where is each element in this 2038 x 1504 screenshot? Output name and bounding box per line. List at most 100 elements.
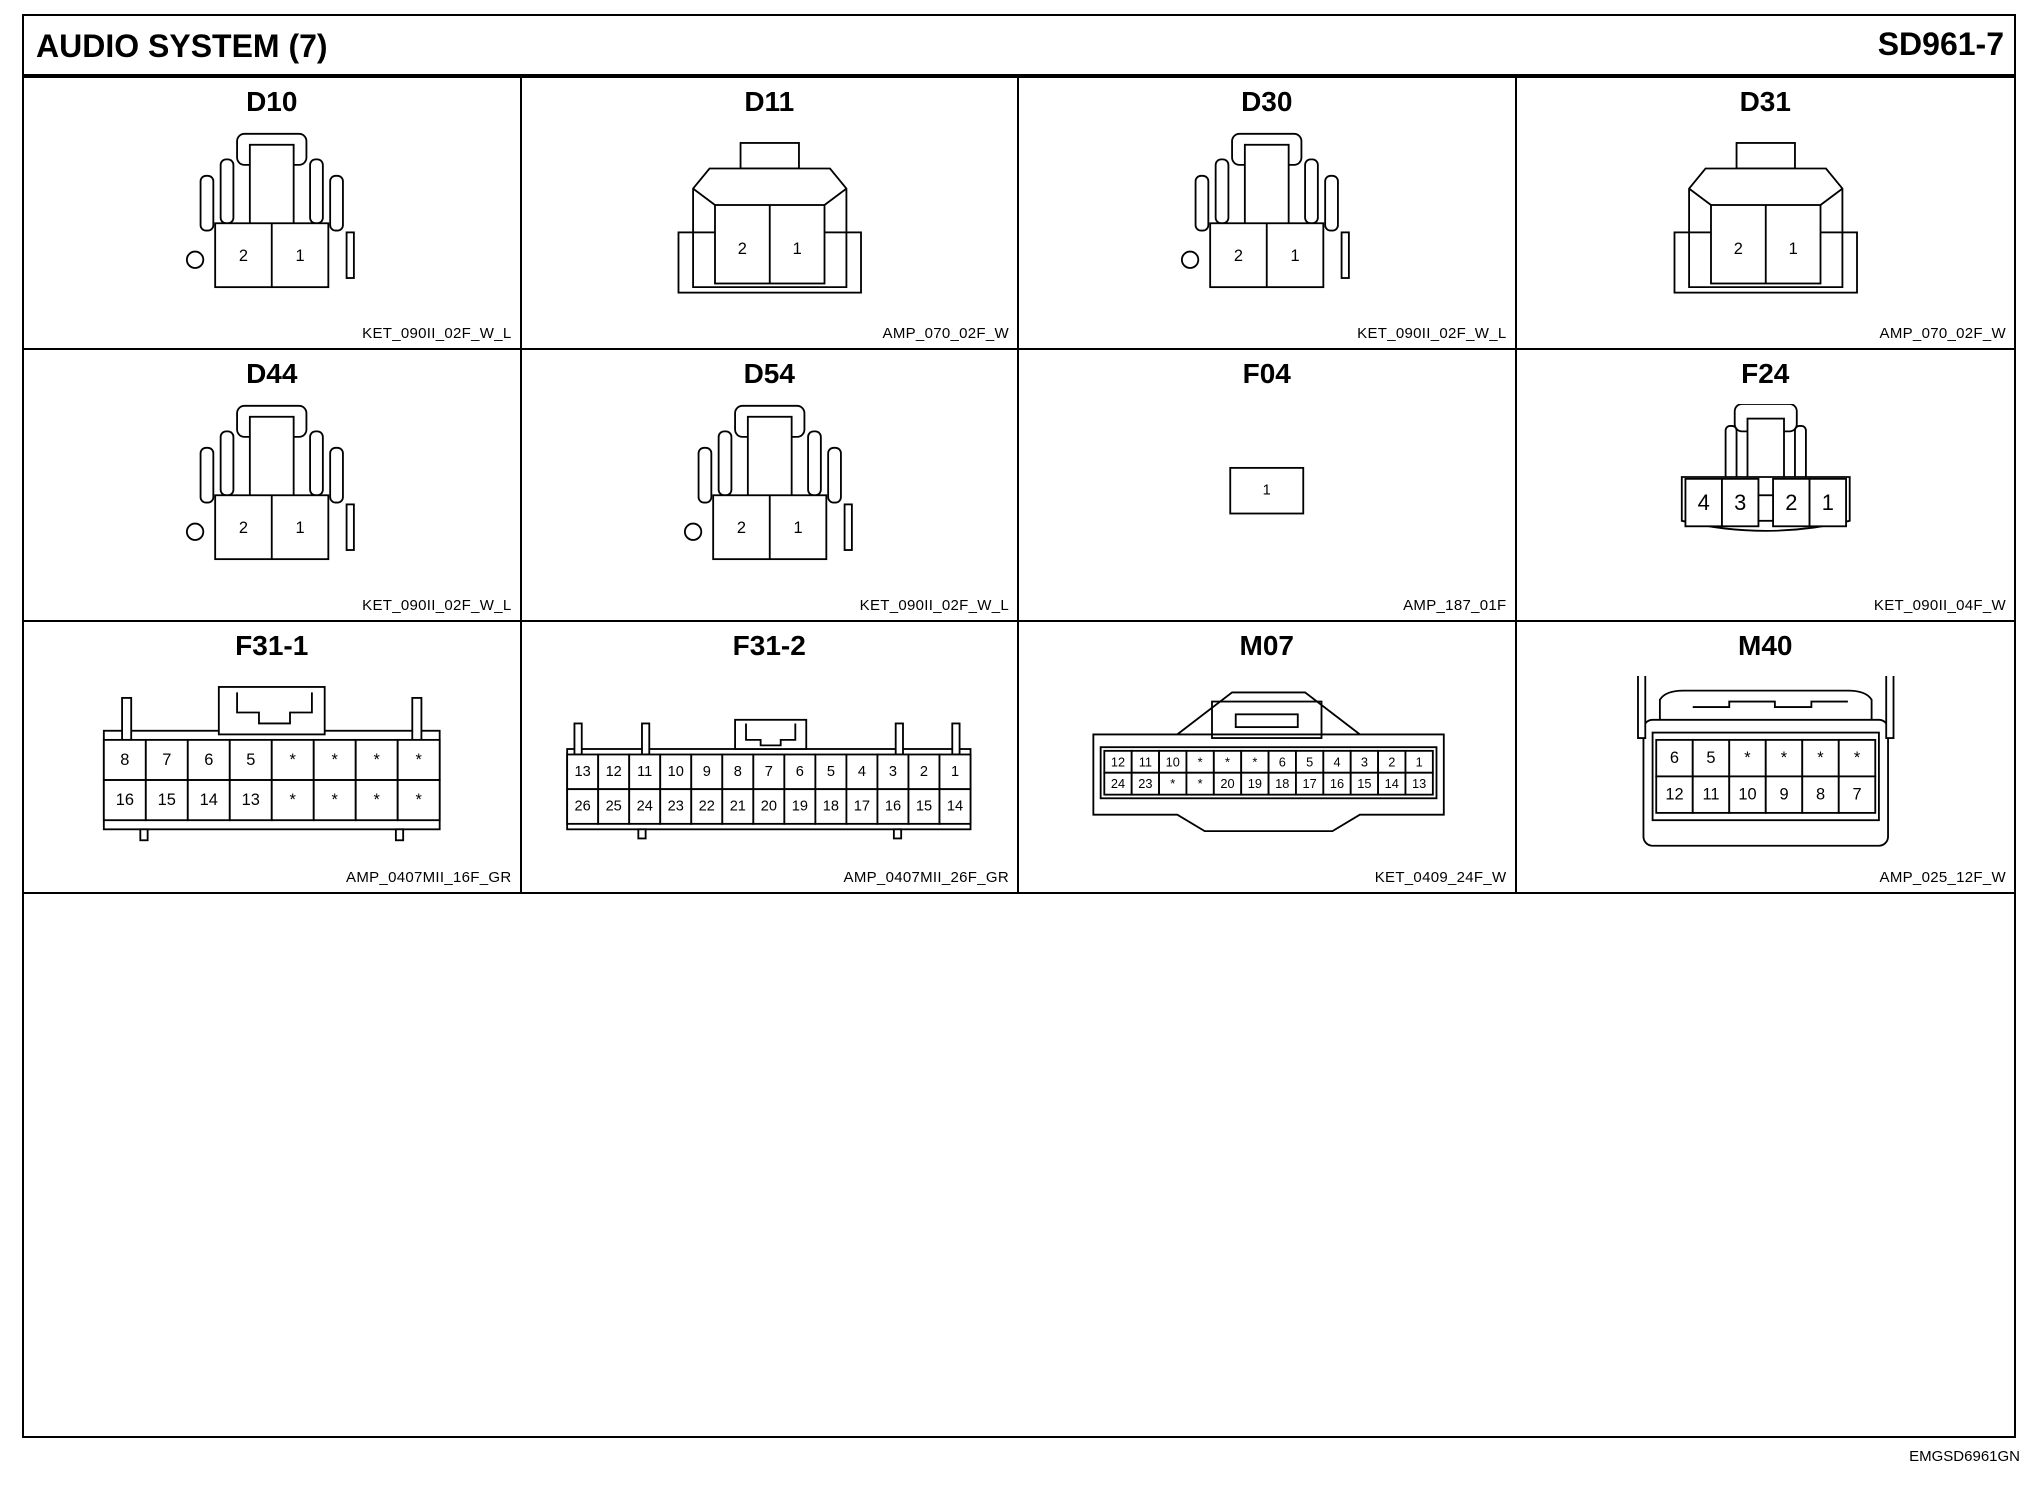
pin-label: 2	[1733, 240, 1742, 258]
pin-label: 16	[1330, 776, 1344, 791]
connector-name: F24	[1741, 358, 1790, 389]
connector-latch-stem	[746, 415, 793, 509]
latch-outline	[1692, 700, 1848, 708]
connector-side-tab	[1340, 231, 1350, 279]
pin-label: 1	[950, 764, 958, 780]
pin-cell	[1771, 477, 1810, 528]
pin-cell	[658, 753, 692, 791]
pin-label: 14	[946, 799, 962, 815]
pin-label: 8	[1815, 786, 1824, 804]
pin-cell	[312, 738, 357, 781]
connector-rib	[309, 158, 324, 225]
connector-latch	[1735, 142, 1796, 170]
connector-rib	[329, 174, 344, 232]
pin-cell	[1720, 477, 1759, 528]
pin-label: *	[1853, 749, 1860, 767]
pin-label: 17	[853, 799, 869, 815]
connector-post	[894, 722, 904, 756]
pin-cell	[907, 753, 940, 791]
pin-label: 12	[1111, 754, 1125, 769]
pin-label: 1	[1821, 490, 1833, 515]
connector-part-number: KET_090II_02F_W_L	[1357, 325, 1507, 342]
connector-rib	[717, 430, 732, 497]
connector-key	[1757, 494, 1774, 522]
connector-foot	[636, 828, 647, 840]
connector-name: M40	[1738, 630, 1793, 661]
connector-peg	[185, 250, 205, 269]
pin-label: 1	[1263, 483, 1271, 499]
connector-rib	[1793, 424, 1807, 482]
pin-label: 25	[605, 799, 621, 815]
housing-edge	[1819, 187, 1843, 206]
connector-peg	[185, 522, 205, 541]
connector-hood	[1176, 691, 1361, 736]
pin-label: 14	[200, 791, 218, 809]
pin-label: 2	[737, 240, 746, 258]
latch-slot	[1234, 713, 1299, 729]
connector-body	[1229, 466, 1305, 515]
pin-label: 10	[1738, 786, 1756, 804]
pin-label: *	[1225, 754, 1230, 769]
pin-label: *	[1252, 754, 1257, 769]
connector-name: F31-1	[235, 630, 309, 661]
pin-cell	[844, 788, 878, 825]
connector-peg	[683, 522, 702, 541]
pin-cell	[186, 738, 231, 781]
pin-label: 2	[239, 247, 248, 265]
pin-label: 2	[239, 519, 248, 537]
pin-label: 7	[162, 751, 171, 769]
connector-rib	[329, 446, 344, 504]
pin-frame	[1651, 731, 1880, 822]
connector-rib	[1304, 158, 1319, 225]
connector-post	[640, 722, 650, 756]
pin-label: 5	[826, 764, 834, 780]
connector-name: D54	[743, 358, 795, 389]
connector-latch	[739, 142, 800, 170]
pin-label: 22	[698, 799, 714, 815]
document-reference: EMGSD6961GN	[1909, 1448, 2020, 1465]
connector-latch	[217, 686, 326, 736]
connector-rib	[199, 446, 215, 504]
pin-cell	[1684, 477, 1723, 528]
pin-label: 20	[1220, 776, 1234, 791]
pin-cell	[938, 788, 971, 825]
pin-label: 10	[667, 764, 683, 780]
pin-label: 3	[1734, 490, 1746, 515]
pin-cell	[1727, 738, 1767, 778]
connector-latch-stem	[1746, 417, 1785, 488]
connector-name: F31-2	[732, 630, 806, 661]
pin-cell	[312, 779, 357, 822]
page-header: AUDIO SYSTEM (7) SD961-7	[24, 16, 2014, 78]
pin-cell	[596, 788, 630, 825]
connector-side-tab	[843, 503, 853, 551]
connector-name: D31	[1739, 86, 1791, 117]
pin-cell	[228, 779, 273, 822]
pin-label: 13	[1412, 776, 1426, 791]
pin-cell	[844, 753, 878, 791]
pin-label: *	[290, 791, 297, 809]
connector-rib	[697, 446, 712, 504]
pin-cell	[813, 753, 847, 791]
pin-label: 12	[1665, 786, 1683, 804]
pin-label: 1	[1788, 240, 1797, 258]
pin-label: 4	[857, 764, 865, 780]
pin-label: 8	[120, 751, 129, 769]
